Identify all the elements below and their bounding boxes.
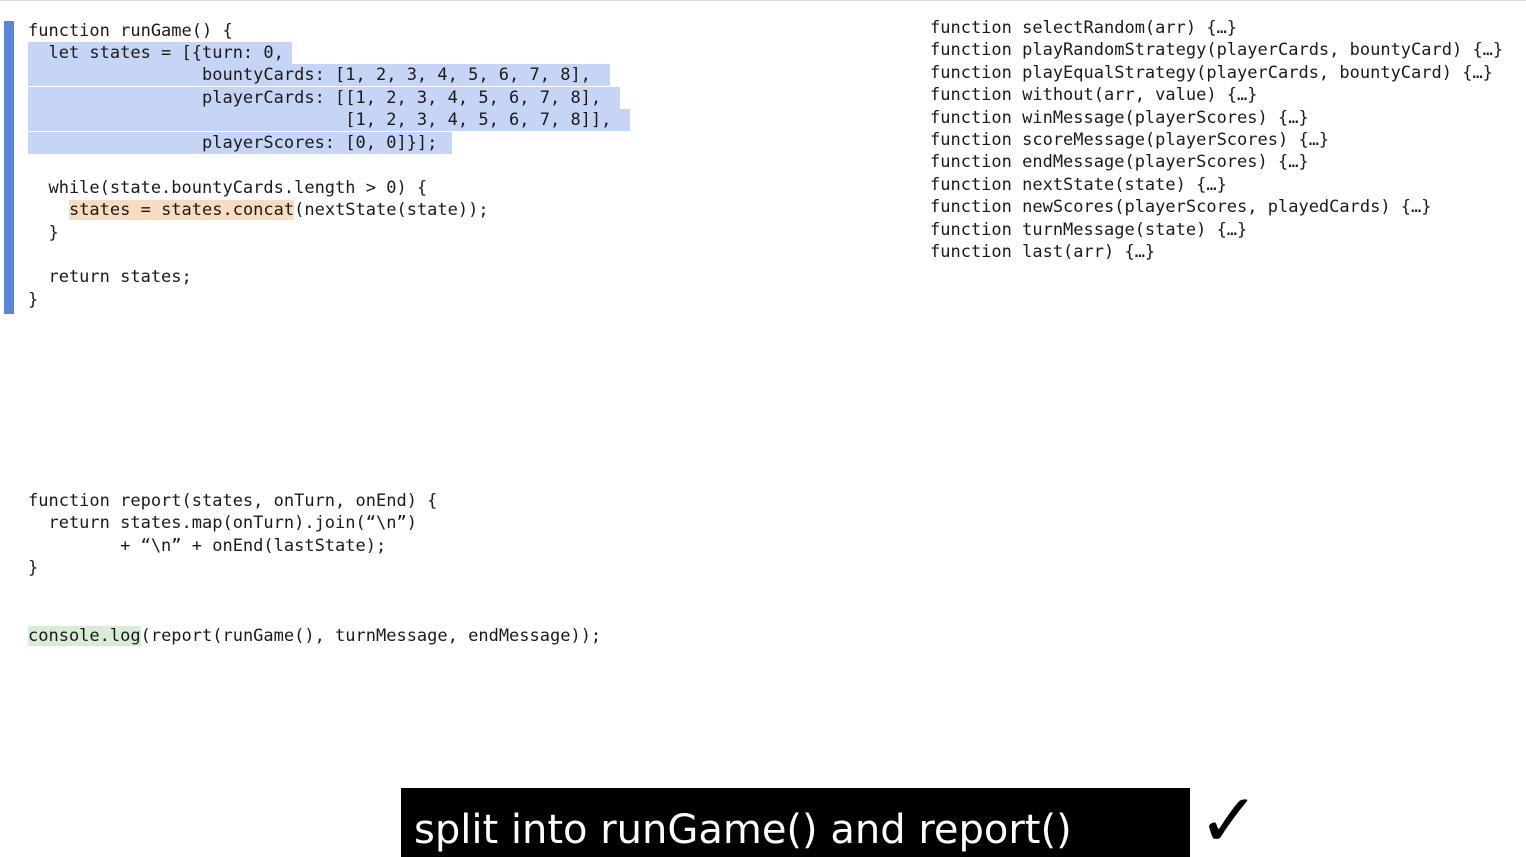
- selected-code-line: [1, 2, 3, 4, 5, 6, 7, 8]],: [28, 109, 630, 132]
- console-log-code: console.log(report(runGame(), turnMessag…: [0, 427, 1526, 646]
- code-line: return states;: [28, 267, 192, 287]
- changed-lines-bar: [4, 21, 14, 314]
- checkmark-icon: ✓: [1198, 778, 1261, 857]
- code-line: return states.map(onTurn).join(“\n”): [28, 513, 417, 533]
- code-line: function report(states, onTurn, onEnd) {: [28, 491, 438, 511]
- code-line: while(state.bountyCards.length > 0) {: [28, 178, 428, 198]
- selected-code-line: let states = [{turn: 0,: [28, 42, 292, 65]
- console-log-highlight: console.log: [28, 626, 141, 646]
- report-code: function report(states, onTurn, onEnd) {…: [0, 292, 1526, 578]
- caption-banner: split into runGame() and report(): [401, 788, 1190, 857]
- collapsed-function: function winMessage(playerScores) {…}: [930, 108, 1309, 128]
- selected-code-line: bountyCards: [1, 2, 3, 4, 5, 6, 7, 8],: [28, 64, 610, 87]
- collapsed-function: function scoreMessage(playerScores) {…}: [930, 130, 1330, 150]
- code-line: }: [28, 223, 59, 243]
- collapsed-function: function without(arr, value) {…}: [930, 85, 1258, 105]
- code-line: function runGame() {: [28, 21, 233, 41]
- concat-highlight: states = states.concat: [68, 200, 295, 220]
- code-line: }: [28, 290, 39, 310]
- collapsed-function: function last(arr) {…}: [930, 242, 1156, 262]
- selected-code-line: playerScores: [0, 0]}];: [28, 132, 452, 155]
- collapsed-function: function selectRandom(arr) {…}: [930, 18, 1238, 38]
- code-line: + “\n” + onEnd(lastState);: [28, 536, 387, 556]
- collapsed-function: function turnMessage(state) {…}: [930, 220, 1248, 240]
- collapsed-function: function endMessage(playerScores) {…}: [930, 152, 1309, 172]
- code-line-concat: states = states.concat(nextState(state))…: [68, 200, 489, 220]
- selected-code-line: playerCards: [[1, 2, 3, 4, 5, 6, 7, 8],: [28, 87, 620, 110]
- collapsed-function: function nextState(state) {…}: [930, 175, 1227, 195]
- code-line: }: [28, 558, 39, 578]
- collapsed-function: function newScores(playerScores, playedC…: [930, 197, 1432, 217]
- caption-text: split into runGame() and report(): [414, 807, 1072, 853]
- collapsed-function: function playRandomStrategy(playerCards,…: [930, 40, 1504, 60]
- helper-functions-list: function selectRandom(arr) {…} function …: [0, 18, 1526, 785]
- code-line: console.log(report(runGame(), turnMessag…: [28, 626, 602, 646]
- collapsed-function: function playEqualStrategy(playerCards, …: [930, 63, 1493, 83]
- run-game-code: function runGame() { let states = [{turn…: [0, 1, 1526, 310]
